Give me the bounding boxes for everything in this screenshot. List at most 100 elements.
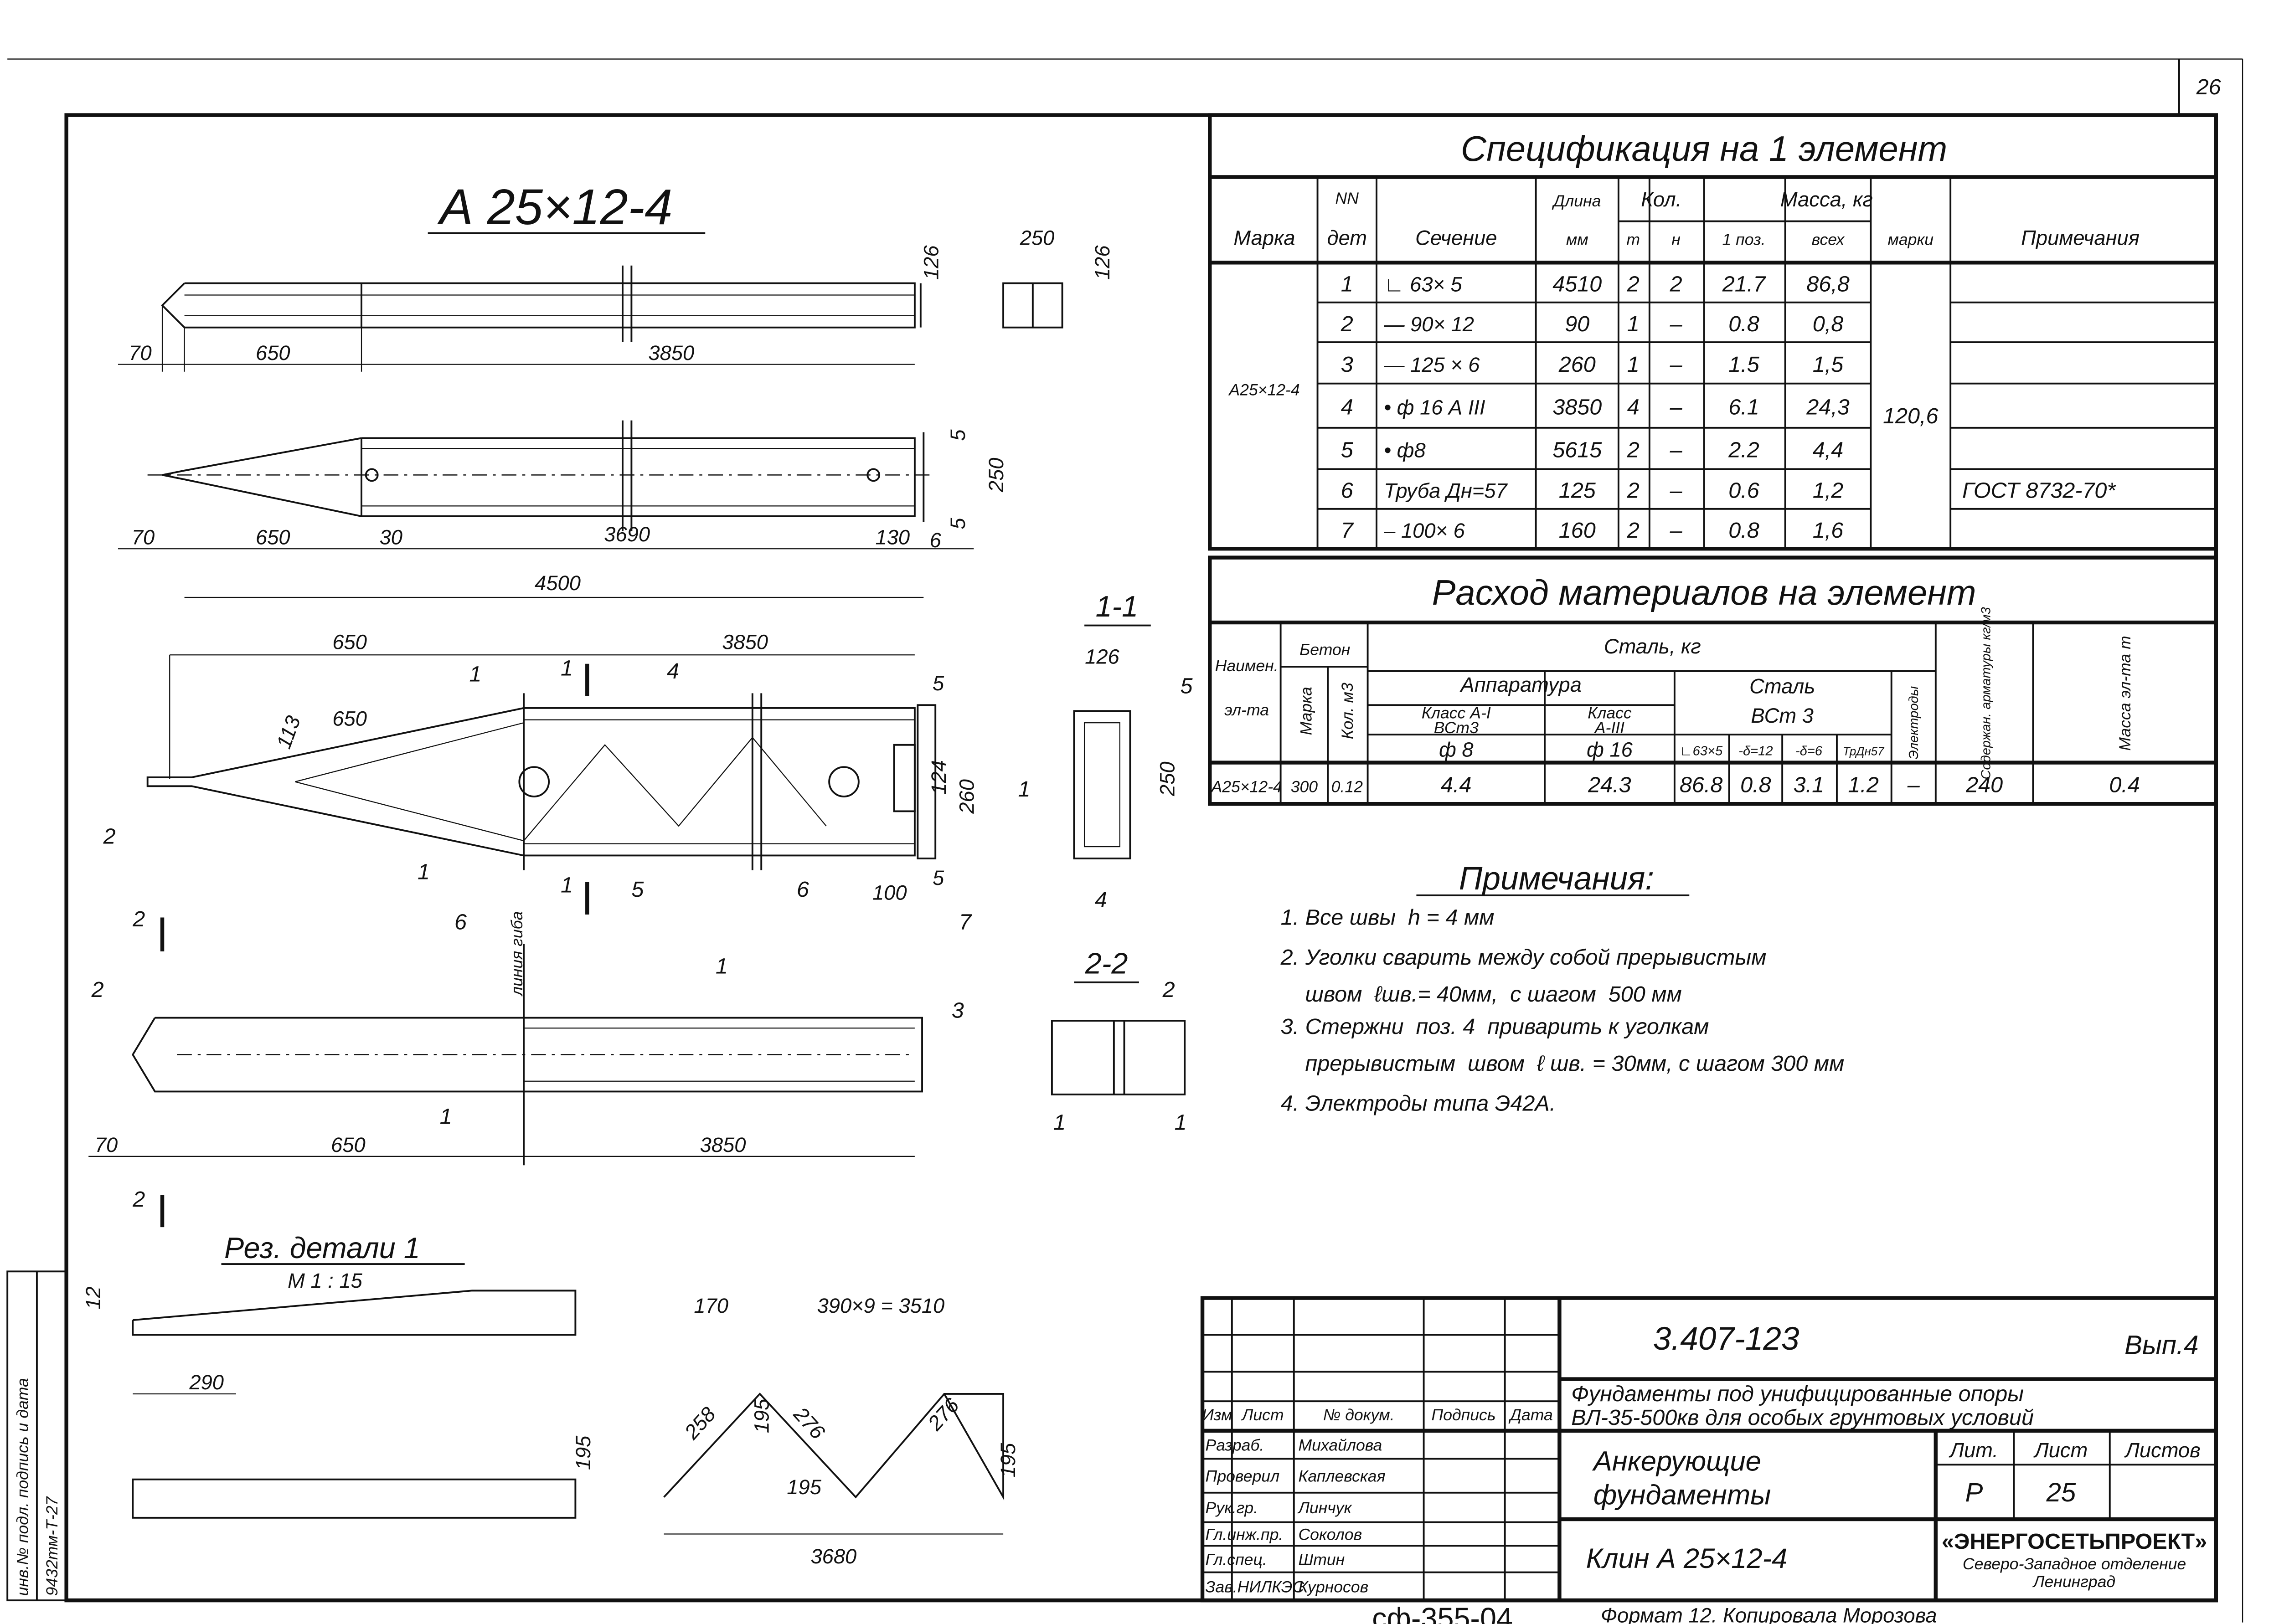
position-label: 6 xyxy=(797,877,809,902)
spec-cell-n: – xyxy=(1670,478,1683,503)
signer-role: Зав.НИЛКЭС xyxy=(1206,1578,1304,1596)
spec-cell-t: 1 xyxy=(1627,312,1640,336)
position-label: 5 xyxy=(1181,673,1193,698)
drawing-title: А 25×12-4 xyxy=(437,179,673,235)
signer-name: Соколов xyxy=(1298,1525,1362,1543)
margin-stamp: инв.№ подл. подпись и дата 9432тм-Т-27 xyxy=(6,1270,67,1602)
spec-cell-t: 4 xyxy=(1627,395,1640,420)
spec-cell-mass-one: 0.8 xyxy=(1728,312,1759,336)
dimension: 195 xyxy=(996,1443,1020,1477)
dimension: 276 xyxy=(923,1393,964,1435)
note-line: 3. Стержни поз. 4 приварить к уголкам xyxy=(1281,1014,1709,1039)
position-label: 4 xyxy=(667,659,679,684)
position-label: 1 xyxy=(440,1105,452,1129)
section-marker: 2 xyxy=(132,907,145,931)
note-line: прерывистым швом ℓ шв. = 30мм, с шагом 3… xyxy=(1281,1051,1845,1076)
position-label: 1 xyxy=(716,954,728,978)
sheet-number: 26 xyxy=(2196,75,2221,99)
materials-cell: 0.12 xyxy=(1331,777,1363,796)
note-line: 4. Электроды типа Э42А. xyxy=(1281,1091,1556,1115)
sheet-name: фундаменты xyxy=(1593,1480,1771,1511)
dimension: 195 xyxy=(572,1435,595,1470)
tb-header: Изм xyxy=(1202,1406,1232,1424)
position-label: 2 xyxy=(103,824,116,849)
spec-header-note: Примечания xyxy=(2021,226,2140,249)
mat-header-f8: ф 8 xyxy=(1439,738,1474,761)
issue-number: Вып.4 xyxy=(2124,1331,2198,1360)
mat-header-tr: ТрДн57 xyxy=(1843,745,1885,758)
stamp-code: сф-355-04 xyxy=(1372,1602,1513,1624)
spec-header-one: 1 поз. xyxy=(1722,230,1765,248)
view-plan: 650 3850 650 113 5 124 260 5 100 1 1 2 4… xyxy=(103,630,979,934)
spec-header-total: марки xyxy=(1887,230,1934,248)
note-line: 2. Уголки сварить между собой прерывисты… xyxy=(1280,945,1767,970)
spec-cell-note: ГОСТ 8732-70* xyxy=(1962,478,2116,503)
note-line: швом ℓшв.= 40мм, с шагом 500 мм xyxy=(1281,982,1682,1007)
materials-title: Расход материалов на элемент xyxy=(1432,573,1976,612)
title-block: 3.407-123 Вып.4 Фундаменты под унифициро… xyxy=(1200,1296,2218,1603)
spec-cell-nn: 6 xyxy=(1341,478,1353,503)
dimension: 4500 xyxy=(535,571,581,595)
materials-cell: 0.8 xyxy=(1740,772,1771,797)
section-marker: 1 xyxy=(561,873,573,897)
tb-header: Подпись xyxy=(1431,1406,1495,1424)
spec-header-n: н xyxy=(1671,230,1681,248)
section-marker: 1 xyxy=(561,656,573,681)
spec-cell-length: 90 xyxy=(1565,312,1589,336)
materials-cell: 24.3 xyxy=(1588,772,1631,797)
view-side: 126 250 126 70 650 3850 xyxy=(118,226,1114,372)
dimension: 3850 xyxy=(648,341,694,365)
detail-title: Рез. детали 1 xyxy=(224,1231,420,1264)
signer-name: Михайлова xyxy=(1298,1436,1382,1454)
signer-role: Разраб. xyxy=(1206,1436,1264,1454)
dimension: 290 xyxy=(189,1371,224,1394)
spec-cell-nn: 5 xyxy=(1341,438,1354,463)
spec-cell-n: – xyxy=(1670,395,1683,420)
mat-header-k1b: ВСт3 xyxy=(1434,719,1479,737)
signer-role: Проверил xyxy=(1206,1467,1280,1485)
sheet-frame: 26 xyxy=(7,58,2243,1623)
sheet-value: 25 xyxy=(2046,1478,2076,1507)
element-name: Клин А 25×12-4 xyxy=(1586,1543,1788,1574)
dimension: 250 xyxy=(1156,761,1179,797)
dimension: 70 xyxy=(129,341,151,365)
mat-header-st: Сталь xyxy=(1749,674,1815,698)
spec-cell-mass-all: 86,8 xyxy=(1806,272,1850,296)
dimension: 250 xyxy=(985,458,1008,493)
spec-header-section: Сечение xyxy=(1415,226,1497,249)
mat-header-content: Содержан. арматуры кг/м3 xyxy=(1979,607,1994,779)
spec-cell-section: — 90× 12 xyxy=(1383,313,1474,336)
signer-name: Линчук xyxy=(1297,1499,1352,1517)
dimension: 5 xyxy=(933,672,944,695)
section-2-2: 2-2 2 1 1 xyxy=(1051,946,1187,1135)
specification-table: Спецификация на 1 элемент Марка NN дет С… xyxy=(1208,113,2218,551)
dimension: 650 xyxy=(331,1133,366,1156)
dimension: 5 xyxy=(946,429,969,441)
position-label: 7 xyxy=(959,910,972,934)
inventory-label: инв.№ подл. подпись и дата xyxy=(14,1378,32,1596)
section-title: 1-1 xyxy=(1096,590,1139,623)
position-label: 1 xyxy=(418,859,430,884)
dimension: 650 xyxy=(332,630,367,653)
mat-header-name2: эл-та xyxy=(1224,701,1269,719)
spec-cell-n: – xyxy=(1670,438,1683,463)
dimension: 30 xyxy=(380,526,402,549)
tb-header: № докум. xyxy=(1323,1406,1395,1424)
spec-cell-mass-all: 1,5 xyxy=(1813,352,1844,377)
dimension: 195 xyxy=(750,1398,773,1433)
dimension: 5 xyxy=(933,866,944,889)
dimension: 3850 xyxy=(700,1133,746,1156)
mat-header-kol: Кол. м3 xyxy=(1338,683,1356,739)
spec-header-length-unit: мм xyxy=(1566,230,1588,248)
mat-header-l63: ∟63×5 xyxy=(1680,744,1723,758)
position-label: 1 xyxy=(1175,1110,1187,1135)
signer-role: Гл.спец. xyxy=(1206,1550,1267,1568)
spec-cell-nn: 2 xyxy=(1341,312,1353,336)
spec-cell-mass-all: 24,3 xyxy=(1806,395,1849,420)
position-label: 2 xyxy=(91,977,104,1002)
position-label: 5 xyxy=(631,877,644,902)
spec-cell-n: 2 xyxy=(1670,272,1682,296)
materials-cell: 3.1 xyxy=(1794,772,1824,797)
mat-header-f16: ф 16 xyxy=(1587,738,1633,761)
